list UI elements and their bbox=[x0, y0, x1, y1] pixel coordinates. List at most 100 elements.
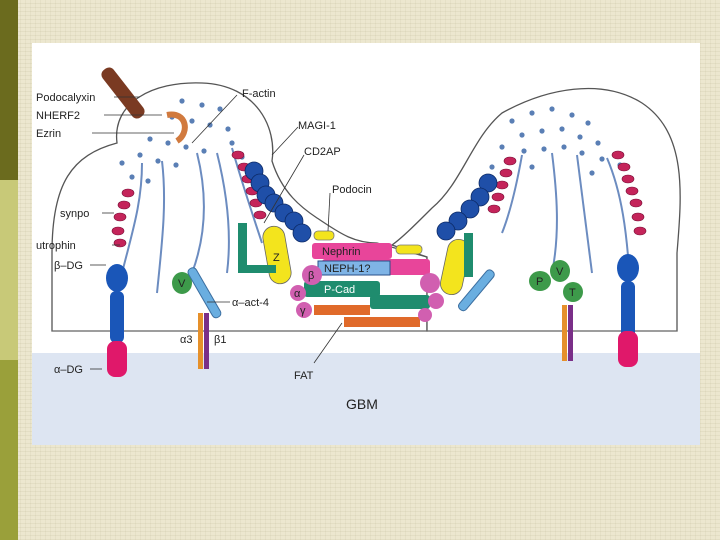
catenin-right-1 bbox=[420, 273, 440, 293]
label-talin-right: T bbox=[569, 287, 576, 299]
cd2ap-left-foot bbox=[238, 265, 276, 273]
fat-bar-right bbox=[344, 317, 420, 327]
f-actin-dot bbox=[549, 106, 555, 112]
cd2ap-left-bar bbox=[238, 223, 247, 269]
synpo-beads bbox=[111, 150, 647, 248]
f-actin-dot bbox=[589, 170, 595, 176]
label-beta-catenin: β bbox=[308, 270, 314, 282]
alpha-actinin4-right bbox=[458, 269, 495, 312]
f-actin-dot bbox=[585, 120, 591, 126]
f-actin-dot bbox=[521, 148, 527, 154]
label-nephrin: Nephrin bbox=[322, 246, 361, 258]
f-actin-dot bbox=[129, 174, 135, 180]
f-actin-dot bbox=[509, 118, 515, 124]
f-actin-dot bbox=[229, 140, 235, 146]
beta-dg-right bbox=[621, 281, 635, 343]
f-actin-dot bbox=[559, 126, 565, 132]
utrophin-right bbox=[617, 254, 639, 282]
synpo-bead bbox=[487, 204, 501, 214]
label-cd2ap: CD2AP bbox=[304, 146, 341, 158]
gbm-band bbox=[32, 353, 700, 445]
label-pcad: P-Cad bbox=[324, 284, 355, 296]
alpha-dg-left bbox=[107, 341, 127, 377]
label-ezrin: Ezrin bbox=[36, 128, 61, 140]
label-gamma-catenin: γ bbox=[300, 305, 306, 317]
magi1-bead bbox=[460, 199, 480, 219]
beta-catenin bbox=[302, 265, 322, 285]
talin-right bbox=[563, 282, 583, 302]
f-actin-dot bbox=[577, 134, 583, 140]
vinculin-left bbox=[172, 272, 192, 294]
label-neph1: NEPH-1? bbox=[324, 263, 370, 275]
integrin-beta1-left bbox=[204, 313, 209, 369]
synpo-bead bbox=[625, 186, 639, 196]
f-actin-dot bbox=[145, 178, 151, 184]
sidebar-segment-dark bbox=[0, 0, 18, 180]
f-actin-dot bbox=[569, 112, 575, 118]
f-actin-dot bbox=[207, 122, 213, 128]
f-actin-dot bbox=[599, 156, 605, 162]
synpo-bead bbox=[117, 200, 131, 210]
f-actin-dot bbox=[579, 150, 585, 156]
podocin-left bbox=[313, 230, 335, 241]
label-alpha-actinin4: α–act-4 bbox=[232, 297, 269, 309]
f-actin-dot bbox=[137, 152, 143, 158]
synpo-bead bbox=[495, 180, 509, 190]
label-zo1: Z bbox=[273, 252, 280, 264]
alpha-actinin4-left bbox=[187, 267, 222, 319]
f-actin-dot bbox=[119, 160, 125, 166]
nephrin-bar bbox=[312, 243, 392, 259]
label-alpha-catenin: α bbox=[294, 288, 301, 300]
pcad-bar-right bbox=[370, 295, 430, 309]
f-actin-dot bbox=[519, 132, 525, 138]
synpo-bead bbox=[121, 188, 135, 198]
synpo-bead bbox=[113, 238, 127, 248]
fat-bar-left bbox=[314, 305, 370, 315]
diagram-canvas: Podocalyxin NHERF2 Ezrin F-actin MAGI-1 … bbox=[32, 67, 700, 445]
integrin-alpha3-left bbox=[198, 313, 203, 369]
alpha-dg-right bbox=[618, 331, 638, 367]
magi1-bead bbox=[292, 223, 312, 243]
catenin-right-2 bbox=[428, 293, 444, 309]
synpo-bead bbox=[631, 212, 645, 222]
f-actin-dot bbox=[199, 102, 205, 108]
label-paxillin-right: P bbox=[536, 276, 543, 288]
label-vinculin-left: V bbox=[178, 278, 186, 290]
label-alpha-dg: α–DG bbox=[54, 364, 83, 376]
synpo-bead bbox=[503, 156, 517, 166]
podocin-right bbox=[395, 244, 423, 255]
leader-lines bbox=[90, 94, 343, 370]
label-utrophin: utrophin bbox=[36, 240, 76, 252]
f-actin-dot bbox=[529, 110, 535, 116]
f-actin-dot bbox=[595, 140, 601, 146]
label-gbm: GBM bbox=[346, 396, 378, 412]
vinculin-right bbox=[550, 260, 570, 282]
f-actin-dot bbox=[201, 148, 207, 154]
label-f-actin: F-actin bbox=[242, 88, 276, 100]
f-actin-dot bbox=[561, 144, 567, 150]
f-actin-dot bbox=[225, 126, 231, 132]
label-alpha3: α3 bbox=[180, 334, 192, 346]
f-actin-dot bbox=[155, 158, 161, 164]
synpo-bead bbox=[633, 226, 647, 236]
f-actin-dot bbox=[189, 118, 195, 124]
label-fat: FAT bbox=[294, 370, 314, 382]
label-podocalyxin: Podocalyxin bbox=[36, 92, 95, 104]
synpo-bead bbox=[629, 198, 643, 208]
label-podocin: Podocin bbox=[332, 184, 372, 196]
f-actin-dot bbox=[179, 98, 185, 104]
label-beta-dg: β–DG bbox=[54, 260, 83, 272]
label-vinculin-right: V bbox=[556, 266, 564, 278]
utrophin-left bbox=[106, 264, 128, 292]
cd2ap-right-bar bbox=[464, 233, 473, 277]
paxillin-right bbox=[529, 271, 551, 291]
f-actin-dot bbox=[173, 162, 179, 168]
sidebar-segment-mid bbox=[0, 360, 18, 540]
ezrin-shape bbox=[166, 111, 188, 144]
label-beta1: β1 bbox=[214, 334, 226, 346]
synpo-bead bbox=[113, 212, 127, 222]
podocyte-diagram: Podocalyxin NHERF2 Ezrin F-actin MAGI-1 … bbox=[32, 43, 700, 445]
f-actin-dot bbox=[539, 128, 545, 134]
label-nherf2: NHERF2 bbox=[36, 110, 80, 122]
magi1-bead bbox=[436, 221, 456, 241]
